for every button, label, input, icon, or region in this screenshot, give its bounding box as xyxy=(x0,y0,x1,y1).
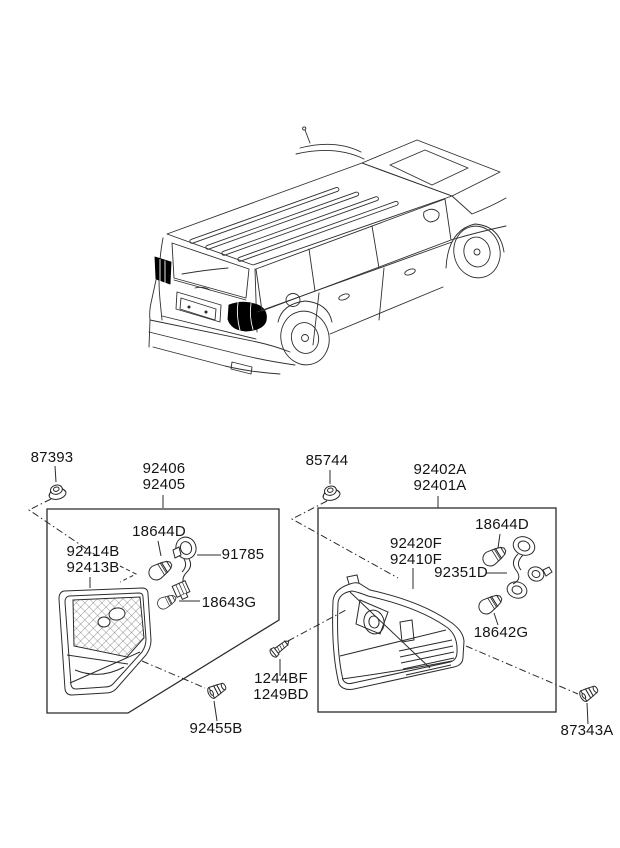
leader-lines xyxy=(28,465,589,725)
group-box-inner xyxy=(46,508,280,714)
grommet-87343A-drawing xyxy=(577,682,601,704)
vehicle-illustration xyxy=(148,126,507,375)
vehicle-wheels xyxy=(277,223,505,366)
nut-85744-icon xyxy=(320,483,342,503)
nut-87393-icon xyxy=(46,482,68,502)
bulb-18643G-drawing xyxy=(155,591,179,612)
group-box-outer xyxy=(317,507,557,713)
bulb-18644D-inner-drawing xyxy=(145,556,176,584)
inner-lamp-unit-drawing xyxy=(58,587,152,696)
part-label-85744: 85744 xyxy=(305,452,349,469)
part-label-18644D-outer: 18644D xyxy=(475,516,529,533)
part-label-87343A: 87343A xyxy=(560,722,614,739)
part-label-87393: 87393 xyxy=(30,449,74,466)
part-label-18644D-inner: 18644D xyxy=(132,523,186,540)
part-label-92455B: 92455B xyxy=(189,720,243,737)
part-label-18642G: 18642G xyxy=(473,624,529,641)
part-label-91785: 91785 xyxy=(221,546,265,563)
vehicle-roof xyxy=(166,126,501,266)
part-label-92406-92405: 92406 92405 xyxy=(142,460,186,493)
part-label-1244BF-1249BD: 1244BF 1249BD xyxy=(253,670,309,703)
screw-1244BF-drawing xyxy=(269,640,290,658)
tail-lamp-highlight-inner xyxy=(154,256,172,285)
vehicle-front xyxy=(423,195,507,241)
tail-lamp-highlight-outer xyxy=(227,301,267,332)
bulb-18642G-drawing xyxy=(475,590,506,618)
part-label-92351D: 92351D xyxy=(434,564,488,581)
part-label-92420F-92410F: 92420F 92410F xyxy=(389,535,443,568)
bulb-holder-92351D-drawing xyxy=(506,536,553,599)
grommet-92455B-drawing xyxy=(205,679,229,701)
bulb-holder-91785-drawing xyxy=(171,536,197,601)
outer-lamp-unit-drawing xyxy=(332,574,465,690)
part-label-92402A-92401A: 92402A 92401A xyxy=(413,461,467,494)
part-label-92414B-92413B: 92414B 92413B xyxy=(66,543,120,576)
part-label-18643G: 18643G xyxy=(201,594,257,611)
